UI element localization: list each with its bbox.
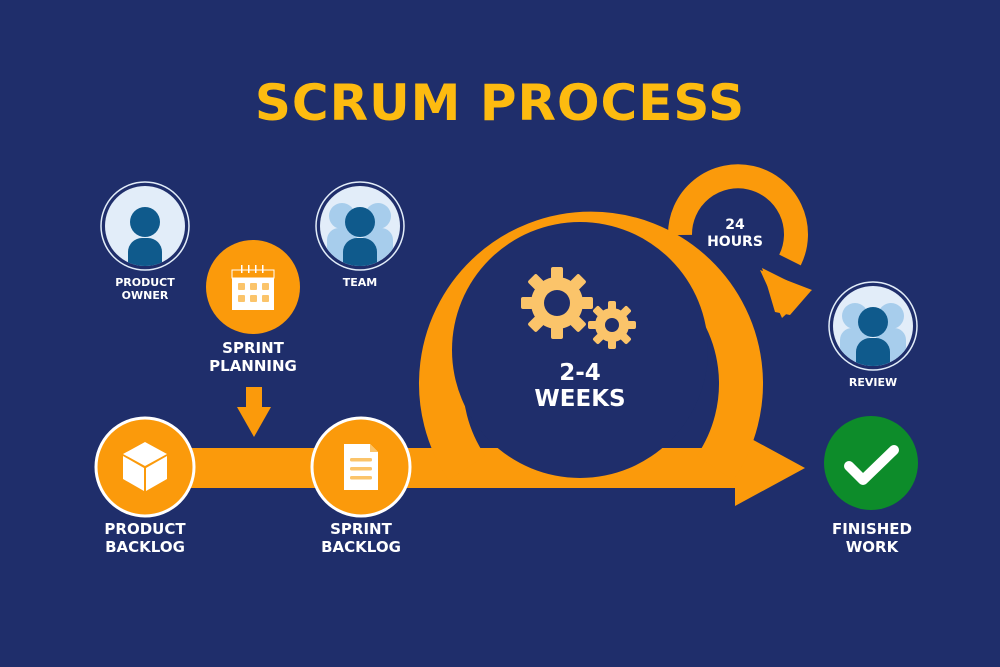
team-label: TEAM: [342, 276, 378, 289]
diagram-title: SCRUM PROCESS: [254, 74, 746, 132]
daily-loop: [667, 164, 812, 318]
document-icon: [344, 444, 378, 490]
sprint-duration-label: 2-4 WEEKS: [534, 360, 626, 413]
product-backlog-label: PRODUCT BACKLOG: [104, 520, 186, 556]
team-avatar: [315, 181, 405, 271]
cube-icon: [123, 442, 167, 491]
sprint-planning-node: [206, 240, 300, 334]
person-icon: [128, 207, 162, 266]
product-owner-avatar: [100, 181, 190, 271]
review-label: REVIEW: [848, 376, 898, 389]
sprint-backlog-label: SPRINT BACKLOG: [321, 520, 401, 556]
finished-work-label: FINISHED WORK: [831, 520, 913, 556]
product-owner-label: PRODUCT OWNER: [115, 276, 175, 303]
calendar-icon: [231, 265, 275, 310]
group-icon: [327, 203, 393, 266]
planning-down-arrow: [237, 387, 271, 437]
group-icon: [840, 303, 906, 366]
daily-duration-label: 24 HOURS: [707, 217, 763, 250]
finished-work-node: [824, 416, 918, 510]
review-avatar: [828, 281, 918, 371]
checkmark-icon: [844, 445, 899, 485]
product-backlog-node: [94, 416, 196, 518]
gears-icon: [521, 267, 636, 349]
sprint-backlog-node: [310, 416, 412, 518]
sprint-loop: [419, 211, 763, 481]
sprint-planning-label: SPRINT PLANNING: [209, 339, 297, 375]
